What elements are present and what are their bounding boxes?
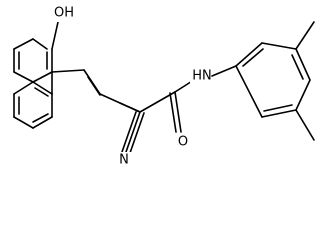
carbonyl-oxygen-label: O: [178, 135, 188, 150]
methyl-top-bond: [295, 21, 315, 50]
bond-c1-vinyl: [51, 69, 85, 73]
bond-ar2-ar3: [261, 42, 297, 50]
double-bond-c7-c8-inner: [32, 113, 49, 123]
bond-carbonyl-oxygen-1: [174, 91, 182, 133]
bond-ar6-ar1: [235, 65, 263, 118]
bond-c2-oh: [51, 21, 59, 50]
nitrile-nitrogen-label: N: [119, 153, 129, 168]
bond-ar5-ar6: [261, 109, 297, 118]
bond-c4-c4a: [13, 71, 34, 83]
structure-canvas: OH N O HN: [13, 6, 315, 168]
double-bond-alpha-inner: [119, 102, 141, 113]
double-bond-vinyl-inner: [87, 76, 101, 96]
bond-calpha-cn-3: [129, 112, 145, 154]
double-bond-ar5-ar6-inner: [263, 104, 293, 112]
bond-c4a-c5: [13, 81, 34, 95]
naphthalene-lower-ring: [13, 81, 53, 129]
bond-c2-c3: [13, 38, 34, 50]
bond-calpha-cn-2: [121, 111, 137, 153]
hydroxyl-label: OH: [54, 6, 74, 21]
dimethylphenyl-ring: [235, 42, 311, 118]
molecule-structure: OH N O HN: [13, 6, 315, 168]
bond-ar1-ar2: [235, 42, 263, 67]
bond-calpha-carbonyl: [139, 91, 176, 113]
double-bond-c4a-c8a-inner: [34, 87, 49, 97]
bond-calpha-cn-1: [125, 111, 141, 153]
bond-c6-c7: [13, 116, 34, 129]
double-bond-ar1-ar2-inner: [242, 48, 264, 67]
bond-c4a-c8a: [32, 71, 53, 83]
bond-ar3-ar4: [295, 48, 311, 81]
naphthalene-upper-ring: [13, 38, 53, 83]
amide-nitrogen-label: HN: [192, 69, 212, 84]
bond-c7-c8: [32, 116, 53, 129]
bond-nh-aryl: [211, 65, 237, 77]
methyl-bottom-bond: [295, 109, 315, 141]
double-bond-ar3-ar4-inner: [291, 54, 304, 80]
bond-c1-c2: [32, 38, 48, 50]
bond-c8a-c4a-lower: [32, 81, 53, 95]
bond-ar4-ar5: [295, 79, 311, 111]
bond-carbonyl-oxygen-2: [169, 92, 177, 133]
